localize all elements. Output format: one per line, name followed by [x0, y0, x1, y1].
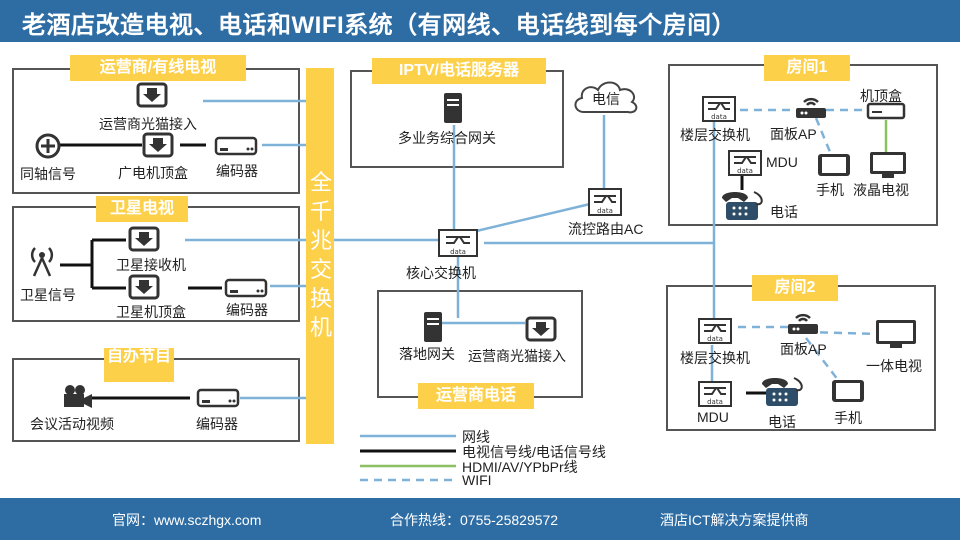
telecom-cloud-icon [574, 81, 638, 114]
core-switch-icon: data [438, 229, 478, 257]
tablet-icon [832, 380, 864, 402]
desk-phone-icon [762, 377, 803, 406]
iptv-tag: IPTV/电话服务器 [372, 58, 546, 84]
encoder-icon [196, 388, 240, 408]
cable-stb-icon [142, 132, 174, 158]
room1-mdu-label: MDU [766, 154, 798, 170]
floor-switch-icon: data [698, 318, 732, 344]
satellite-tag: 卫星电视 [96, 196, 188, 222]
mdu-icon: data [698, 381, 732, 407]
operator-phone-box [377, 290, 583, 398]
satellite-signal-label: 卫星信号 [20, 287, 76, 303]
multi-service-gateway-label: 多业务综合网关 [398, 130, 496, 146]
core-gigabit-switch-bar [306, 68, 334, 444]
room1-panel-ap-label: 面板AP [770, 126, 817, 142]
footer-slogan: 酒店ICT解决方案提供商 [660, 512, 809, 528]
room1-tag: 房间1 [764, 55, 850, 81]
core-gigabit-switch-label: 全千兆交换机 [309, 170, 332, 340]
satellite-encoder-label: 编码器 [226, 302, 268, 318]
room2-all-in-one-tv-label: 一体电视 [866, 358, 922, 374]
phone-optical-modem-label: 运营商光猫接入 [468, 348, 566, 364]
satellite-receiver-icon [128, 226, 160, 252]
video-camera-icon [64, 385, 92, 408]
coax-signal-icon [35, 133, 61, 159]
page-title: 老酒店改造电视、电话和WIFI系统（有网线、电话线到每个房间） [22, 12, 737, 39]
satellite-stb-icon [128, 274, 160, 300]
operator-phone-tag: 运营商电话 [418, 383, 534, 409]
legend-network-label: 网线 [462, 429, 490, 445]
all-in-one-tv-icon [876, 320, 916, 348]
room2-floor-switch-label: 楼层交换机 [680, 350, 750, 366]
legend-tv-phone-label: 电视信号线/电话信号线 [462, 444, 606, 460]
operator-tv-box [12, 68, 300, 194]
room1-tel-label: 电话 [770, 204, 798, 220]
set-top-box-icon [866, 102, 906, 120]
panel-ap-icon [788, 313, 818, 334]
room2-tel-label: 电话 [768, 414, 796, 430]
svg-text:data: data [711, 113, 727, 121]
operator-optical-modem-label: 运营商光猫接入 [99, 116, 197, 132]
room1-phone-label: 手机 [816, 182, 844, 198]
operator-encoder-label: 编码器 [216, 163, 258, 179]
satellite-signal-icon [30, 247, 54, 277]
footer-hotline: 合作热线：0755-25829572 [390, 512, 559, 528]
room1-floor-switch-label: 楼层交换机 [680, 127, 750, 143]
legend-wifi-label: WIFI [462, 472, 492, 488]
self-program-tag: 自办节目 [104, 348, 174, 382]
server-icon [444, 93, 462, 123]
tablet-icon [818, 154, 850, 176]
svg-text:data: data [450, 248, 466, 256]
title-bar: 老酒店改造电视、电话和WIFI系统（有网线、电话线到每个房间） [0, 0, 960, 42]
desk-phone-icon [722, 191, 763, 220]
optical-modem-icon [525, 316, 557, 342]
self-program-encoder-label: 编码器 [196, 416, 238, 432]
legend-hdmi-label: HDMI/AV/YPbPr线 [462, 459, 578, 475]
lcd-tv-icon [870, 152, 906, 178]
telecom-label: 电信 [592, 91, 620, 107]
satellite-stb-label: 卫星机顶盒 [116, 304, 186, 320]
encoder-icon [224, 278, 268, 298]
room2-phone-label: 手机 [834, 410, 862, 426]
cable-stb-label: 广电机顶盒 [118, 165, 188, 181]
optical-modem-icon [136, 82, 168, 108]
core-switch-label: 核心交换机 [406, 265, 476, 281]
footer-website[interactable]: 官网：www.sczhgx.com [112, 512, 262, 528]
room1-stb-label: 机顶盒 [860, 88, 902, 104]
server-icon [424, 312, 442, 342]
room2-tag: 房间2 [752, 275, 838, 301]
landing-gateway-label: 落地网关 [399, 346, 455, 362]
coax-signal-label: 同轴信号 [20, 166, 76, 182]
operator-tv-tag: 运营商/有线电视 [70, 55, 246, 81]
conference-video-label: 会议活动视频 [30, 416, 114, 432]
room1-lcd-tv-label: 液晶电视 [853, 182, 909, 198]
room2-panel-ap-label: 面板AP [780, 341, 827, 357]
svg-text:data: data [737, 167, 753, 175]
svg-text:data: data [707, 335, 723, 343]
floor-switch-icon: data [702, 96, 736, 122]
encoder-icon [214, 136, 258, 156]
svg-text:data: data [707, 398, 723, 406]
router-icon: data [588, 188, 622, 216]
flow-router-label: 流控路由AC [568, 221, 644, 237]
panel-ap-icon [796, 97, 826, 118]
footer: 官网：www.sczhgx.com 合作热线：0755-25829572 酒店I… [0, 498, 960, 540]
mdu-icon: data [728, 150, 762, 176]
room2-mdu-label: MDU [697, 409, 729, 425]
svg-text:data: data [597, 207, 613, 215]
satellite-receiver-label: 卫星接收机 [116, 257, 186, 273]
